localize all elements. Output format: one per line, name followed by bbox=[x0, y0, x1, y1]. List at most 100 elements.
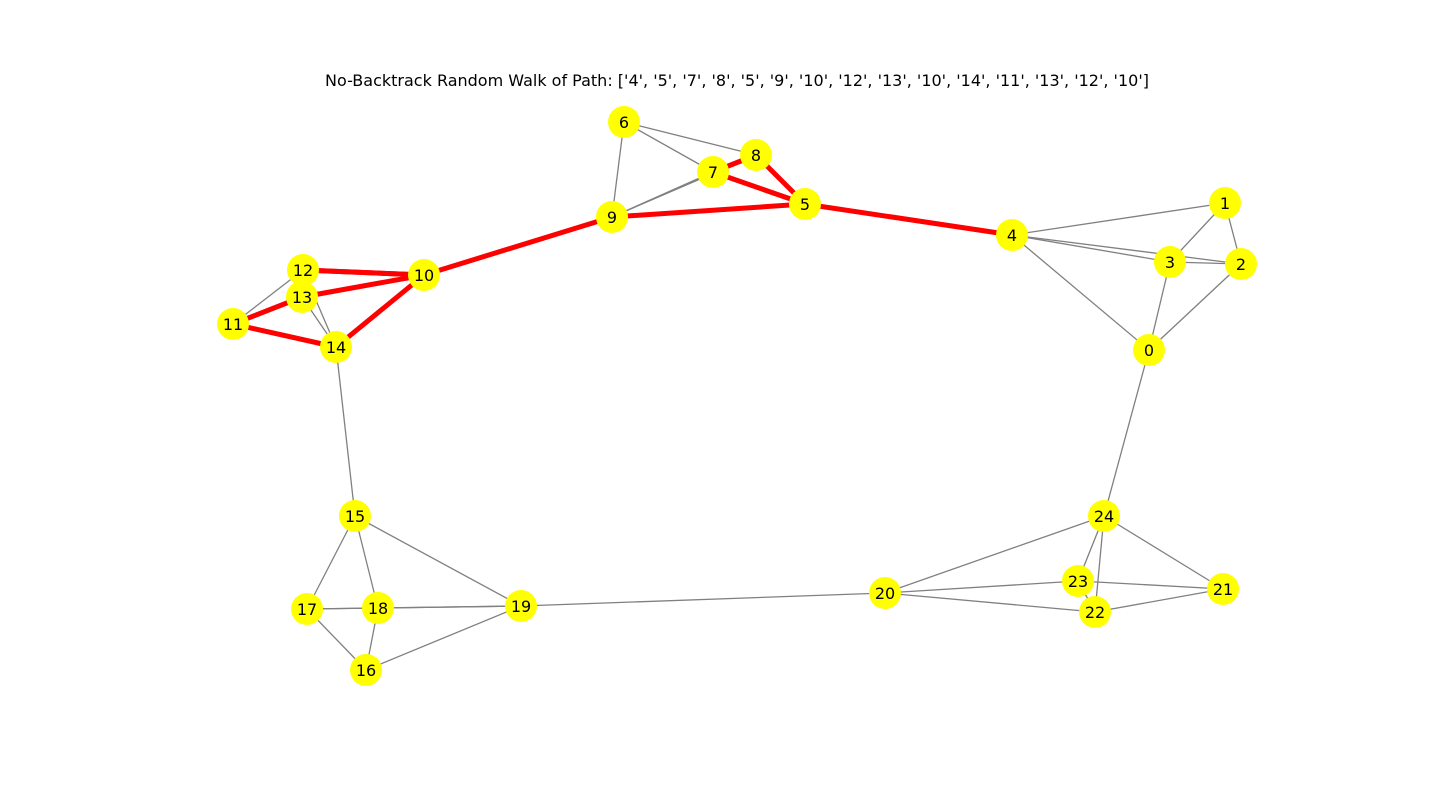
node-23: 23 bbox=[1062, 565, 1094, 597]
node-12: 12 bbox=[287, 254, 319, 286]
node-label-21: 21 bbox=[1213, 580, 1233, 599]
edge-4-2 bbox=[1011, 234, 1242, 265]
node-24: 24 bbox=[1088, 500, 1120, 532]
node-circle-10 bbox=[408, 259, 440, 291]
path-edge-5-7 bbox=[712, 169, 806, 207]
node-circle-19 bbox=[505, 590, 537, 622]
node-14: 14 bbox=[320, 331, 352, 363]
edge-0-24 bbox=[1103, 349, 1150, 517]
node-22: 22 bbox=[1079, 596, 1111, 628]
edge-20-22 bbox=[884, 592, 1096, 613]
node-label-0: 0 bbox=[1144, 341, 1154, 360]
path-edge-4-5 bbox=[804, 201, 1013, 238]
node-20: 20 bbox=[869, 577, 901, 609]
node-9: 9 bbox=[596, 201, 628, 233]
node-label-18: 18 bbox=[368, 599, 388, 618]
node-0: 0 bbox=[1133, 334, 1165, 366]
node-label-9: 9 bbox=[607, 208, 617, 227]
node-7: 7 bbox=[697, 156, 729, 188]
node-18: 18 bbox=[362, 592, 394, 624]
path-edge-5-9 bbox=[611, 201, 806, 220]
edge-15-17 bbox=[306, 515, 356, 610]
edge-14-15 bbox=[335, 346, 356, 517]
node-circle-5 bbox=[789, 188, 821, 220]
node-13: 13 bbox=[286, 281, 318, 313]
node-4: 4 bbox=[996, 219, 1028, 251]
node-circle-11 bbox=[217, 308, 249, 340]
node-label-6: 6 bbox=[619, 113, 629, 132]
path-edge-13-10 bbox=[301, 272, 425, 300]
node-label-7: 7 bbox=[708, 163, 718, 182]
edge-22-21 bbox=[1094, 588, 1224, 613]
node-label-11: 11 bbox=[223, 315, 243, 334]
node-label-2: 2 bbox=[1236, 255, 1246, 274]
node-label-23: 23 bbox=[1068, 572, 1088, 591]
path-edge-9-10 bbox=[423, 214, 613, 278]
node-label-16: 16 bbox=[356, 661, 376, 680]
node-6: 6 bbox=[608, 106, 640, 138]
node-2: 2 bbox=[1225, 248, 1257, 280]
path-edge-12-10 bbox=[302, 267, 425, 278]
node-8: 8 bbox=[740, 139, 772, 171]
node-label-15: 15 bbox=[345, 507, 365, 526]
node-label-3: 3 bbox=[1165, 253, 1175, 272]
node-label-22: 22 bbox=[1085, 603, 1105, 622]
node-11: 11 bbox=[217, 308, 249, 340]
node-label-10: 10 bbox=[414, 266, 434, 285]
node-label-17: 17 bbox=[297, 600, 317, 619]
node-circle-3 bbox=[1154, 246, 1186, 278]
node-circle-14 bbox=[320, 331, 352, 363]
edge-17-19 bbox=[306, 605, 522, 610]
node-label-12: 12 bbox=[293, 261, 313, 280]
node-circle-7 bbox=[697, 156, 729, 188]
path-edge-10-14 bbox=[334, 273, 426, 349]
node-circle-21 bbox=[1207, 573, 1239, 605]
node-circle-2 bbox=[1225, 248, 1257, 280]
node-circle-24 bbox=[1088, 500, 1120, 532]
node-5: 5 bbox=[789, 188, 821, 220]
node-label-24: 24 bbox=[1094, 507, 1114, 526]
edge-20-24 bbox=[884, 515, 1105, 594]
node-circle-9 bbox=[596, 201, 628, 233]
node-10: 10 bbox=[408, 259, 440, 291]
node-label-5: 5 bbox=[800, 195, 810, 214]
node-label-8: 8 bbox=[751, 146, 761, 165]
edge-19-16 bbox=[365, 605, 522, 671]
edge-6-8 bbox=[623, 121, 757, 156]
node-circle-15 bbox=[339, 500, 371, 532]
edge-20-23 bbox=[884, 580, 1079, 594]
node-circle-17 bbox=[291, 593, 323, 625]
node-circle-1 bbox=[1209, 187, 1241, 219]
node-19: 19 bbox=[505, 590, 537, 622]
node-label-4: 4 bbox=[1007, 226, 1017, 245]
edge-24-22 bbox=[1094, 515, 1105, 613]
edge-4-3 bbox=[1011, 234, 1171, 263]
node-circle-18 bbox=[362, 592, 394, 624]
edge-4-1 bbox=[1011, 202, 1226, 236]
edge-2-0 bbox=[1148, 263, 1242, 351]
edge-15-19 bbox=[354, 515, 522, 607]
node-circle-8 bbox=[740, 139, 772, 171]
edge-19-20 bbox=[520, 592, 886, 607]
edge-4-0 bbox=[1011, 234, 1150, 351]
node-circle-13 bbox=[286, 281, 318, 313]
node-circle-0 bbox=[1133, 334, 1165, 366]
node-label-1: 1 bbox=[1220, 194, 1230, 213]
node-21: 21 bbox=[1207, 573, 1239, 605]
node-15: 15 bbox=[339, 500, 371, 532]
node-circle-22 bbox=[1079, 596, 1111, 628]
node-circle-16 bbox=[350, 654, 382, 686]
node-label-20: 20 bbox=[875, 584, 895, 603]
node-circle-4 bbox=[996, 219, 1028, 251]
node-label-14: 14 bbox=[326, 338, 346, 357]
path-edge-14-11 bbox=[232, 321, 337, 350]
edge-24-21 bbox=[1103, 515, 1224, 590]
node-circle-23 bbox=[1062, 565, 1094, 597]
node-17: 17 bbox=[291, 593, 323, 625]
edge-6-7 bbox=[623, 121, 714, 173]
figure-title: No-Backtrack Random Walk of Path: ['4', … bbox=[325, 71, 1149, 90]
node-label-13: 13 bbox=[292, 288, 312, 307]
node-circle-20 bbox=[869, 577, 901, 609]
